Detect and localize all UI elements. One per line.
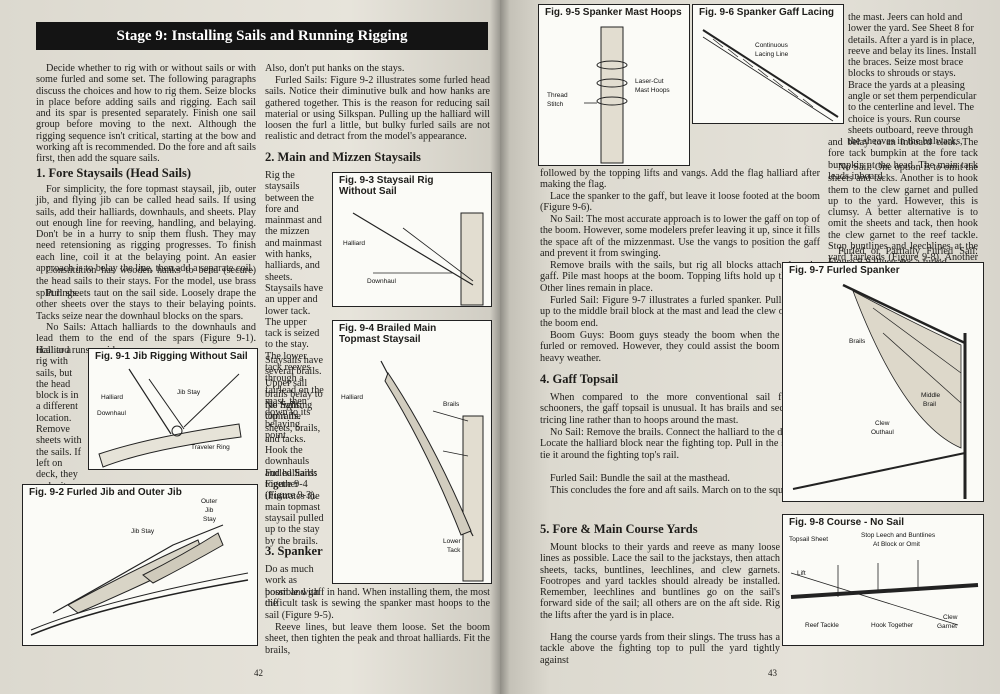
staysail-paragraph-3: No Sails: Omit the sheets, brails, and t… (265, 400, 321, 502)
figure-9-3-title: Fig. 9-3 Staysail Rig Without Sail (339, 175, 434, 197)
label-laser-cut: Laser-Cut (635, 78, 664, 85)
label-jib-stay-2: Jib Stay (131, 528, 155, 535)
figure-9-1-drawing: Halliard Jib Stay Downhaul Traveler Ring (97, 368, 242, 468)
staysail-paragraph-2: Staysails have several brails. Upper sai… (265, 355, 324, 423)
label-lift: Lift (797, 570, 806, 577)
spanker-paragraph-2: boom and gaff in hand. When installing t… (265, 587, 490, 621)
label-stop-leech: Stop Leech and Buntlines (861, 532, 936, 539)
label-topsail-sheet: Topsail Sheet (789, 536, 828, 543)
figure-9-8: Fig. 9-8 Course - No Sail Topsail Sheet … (782, 514, 984, 646)
figure-9-5: Fig. 9-5 Spanker Mast Hoops Thread Stitc… (538, 4, 690, 166)
right-page: Fig. 9-5 Spanker Mast Hoops Thread Stitc… (500, 0, 1000, 694)
label-jib-stay: Jib Stay (177, 389, 201, 396)
figure-9-2-title: Fig. 9-2 Furled Jib and Outer Jib (29, 487, 182, 498)
figure-9-1: Fig. 9-1 Jib Rigging Without Sail Hallia… (88, 348, 258, 470)
label-jib: Jib (205, 507, 214, 514)
spanker-cont-4: Remove brails with the sails, but rig al… (540, 260, 820, 294)
figure-9-1-title: Fig. 9-1 Jib Rigging Without Sail (95, 351, 248, 362)
label-thread: Thread (547, 92, 568, 99)
staysail-paragraph-4: Furled Sails: Figure 9-4 illustrates the… (265, 468, 324, 547)
fore-paragraph-3: Pull sheets taut on the sail side. Loose… (36, 288, 256, 322)
label-clew-98: Clew (943, 614, 958, 621)
figure-9-8-drawing: Topsail Sheet Stop Leech and Buntlines A… (789, 532, 979, 630)
col2-paragraph-a: Also, don't put hanks on the stays. (265, 63, 405, 74)
label-lacing-line: Lacing Line (755, 51, 789, 58)
heading-main-mizzen-staysails: 2. Main and Mizzen Staysails (265, 150, 421, 164)
label-downhaul-93: Downhaul (367, 278, 396, 285)
label-lower-94: Lower (443, 538, 462, 545)
label-garnet: Garnet (937, 623, 957, 630)
spanker-cont-6: Boom Guys: Boom guys steady the boom whe… (540, 330, 820, 364)
gaff-paragraph-2: No Sail: Remove the brails. Connect the … (540, 427, 820, 461)
yard-paragraph-2: Hang the course yards from their slings.… (540, 632, 780, 666)
right-col-paragraph-a: and belay to an inboard cleat. The fore … (828, 137, 978, 182)
label-brails-94: Brails (443, 401, 460, 408)
label-mast-hoops: Mast Hoops (635, 87, 670, 94)
gaff-paragraph-4: This concludes the fore and aft sails. M… (550, 485, 819, 496)
label-clew: Clew (875, 420, 890, 427)
label-tack-94: Tack (447, 547, 461, 554)
label-hook-together: Hook Together (871, 622, 914, 629)
label-outhaul: Outhaul (871, 429, 894, 436)
spanker-cont-1: followed by the topping lifts and vangs.… (540, 168, 820, 191)
stage-banner: Stage 9: Installing Sails and Running Ri… (36, 22, 488, 50)
intro-paragraph: Decide whether to rig with or without sa… (36, 63, 256, 165)
heading-fore-staysails: 1. Fore Staysails (Head Sails) (36, 166, 191, 180)
book-gutter (490, 0, 510, 694)
gaff-paragraph-1: When compared to the more conventional s… (540, 392, 820, 426)
spanker-cont-5: Furled Sail: Figure 9-7 illustrates a fu… (540, 295, 820, 329)
figure-9-7: Fig. 9-7 Furled Spanker Brails Middle Br… (782, 262, 984, 502)
label-reef-tackle: Reef Tackle (805, 622, 839, 629)
col2-paragraph-b: Furled Sails: Figure 9-2 illustrates som… (265, 75, 490, 143)
staysail-paragraph-1: Rig the staysails between the fore and m… (265, 170, 324, 441)
figure-9-3: Fig. 9-3 Staysail Rig Without Sail Halli… (332, 172, 492, 307)
yard-paragraph-1: Mount blocks to their yards and reeve as… (540, 542, 780, 621)
figure-9-4-title: Fig. 9-4 Brailed Main Topmast Staysail (339, 323, 437, 345)
figure-9-6-drawing: Continuous Lacing Line (702, 29, 839, 122)
label-halliard: Halliard (101, 394, 123, 401)
label-halliard-94: Halliard (341, 394, 363, 401)
label-middle: Middle (921, 392, 941, 399)
heading-spanker: 3. Spanker (265, 544, 323, 558)
label-at-block: At Block or Omit (873, 541, 920, 548)
figure-9-4: Fig. 9-4 Brailed Main Topmast Staysail H… (332, 320, 492, 584)
label-stay: Stay (203, 516, 217, 523)
figure-9-3-drawing: Halliard Downhaul (343, 212, 484, 306)
page-number-right: 43 (768, 668, 777, 678)
fore-paragraph-2: Constitution has wooden hanks to bend (s… (36, 265, 256, 299)
spanker-cont-2: Lace the spanker to the gaff, but leave … (540, 191, 820, 214)
label-brails-97: Brails (849, 338, 866, 345)
label-downhaul: Downhaul (97, 410, 126, 417)
page-number-left: 42 (254, 668, 263, 678)
figure-9-6-title: Fig. 9-6 Spanker Gaff Lacing (699, 7, 835, 18)
spanker-paragraph-1: Do as much work as possible with the (265, 564, 320, 609)
heading-gaff-topsail: 4. Gaff Topsail (540, 372, 619, 386)
figure-9-7-drawing: Brails Middle Brail Clew Outhaul (792, 283, 967, 499)
figure-9-2: Fig. 9-2 Furled Jib and Outer Jib Outer … (22, 484, 258, 646)
figure-9-4-drawing: Halliard Brails Lower Tack (341, 360, 484, 582)
figure-9-5-drawing: Thread Stitch Laser-Cut Mast Hoops (547, 26, 670, 164)
figure-9-5-title: Fig. 9-5 Spanker Mast Hoops (545, 7, 682, 18)
figure-9-7-title: Fig. 9-7 Furled Spanker (789, 265, 900, 276)
gaff-paragraph-3: Furled Sail: Bundle the sail at the mast… (550, 473, 730, 484)
spanker-paragraph-3: Reeve lines, but leave them loose. Set t… (265, 622, 490, 656)
spanker-cont-3: No Sail: The most accurate approach is t… (540, 214, 820, 259)
figure-9-8-title: Fig. 9-8 Course - No Sail (789, 517, 905, 528)
label-continuous: Continuous (755, 42, 789, 49)
fore-paragraph-1: For simplicity, the fore topmast staysai… (36, 184, 256, 275)
top-right-paragraph: the mast. Jeers can hold and lower the y… (848, 12, 977, 148)
label-traveler-ring: Traveler Ring (191, 444, 230, 451)
label-stitch: Stitch (547, 101, 564, 108)
heading-course-yards: 5. Fore & Main Course Yards (540, 522, 698, 536)
label-halliard-93: Halliard (343, 240, 365, 247)
figure-9-2-drawing: Outer Jib Stay Jib Stay (30, 498, 249, 636)
figure-9-6: Fig. 9-6 Spanker Gaff Lacing Continuous … (692, 4, 844, 124)
label-brail: Brail (923, 401, 937, 408)
label-outer: Outer (201, 498, 218, 505)
no-sails-paragraph-1: No Sails: Attach halliards to the downha… (36, 322, 256, 356)
left-page: Stage 9: Installing Sails and Running Ri… (0, 0, 500, 694)
